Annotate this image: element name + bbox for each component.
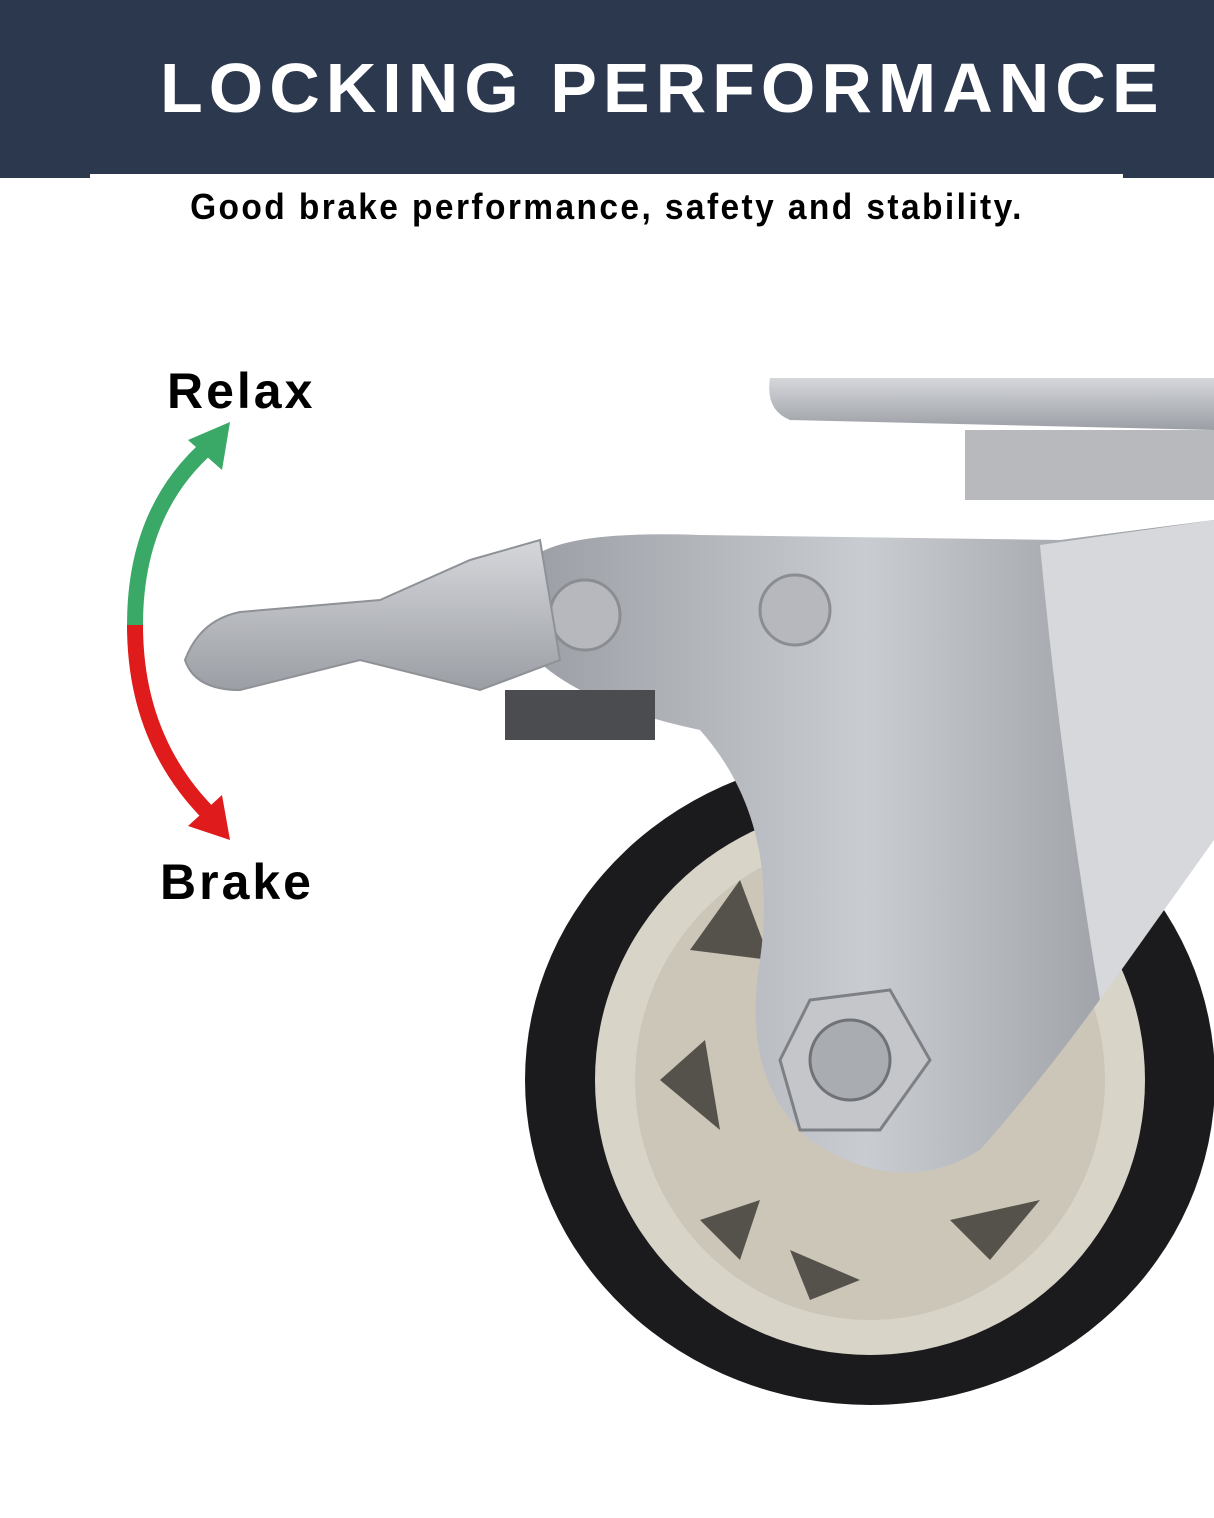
page-title: LOCKING PERFORMANCE [160, 49, 1165, 127]
subtitle: Good brake performance, safety and stabi… [190, 186, 1024, 227]
brake-lever [183, 538, 655, 740]
arrow-down-curved-icon [127, 624, 230, 840]
header-tab-strip [90, 174, 1123, 180]
arrow-up-curved-icon [127, 422, 230, 626]
relax-label: Relax [167, 363, 316, 419]
header-banner: LOCKING PERFORMANCE [0, 0, 1214, 178]
mount-plate [769, 378, 1214, 500]
brake-label: Brake [160, 854, 314, 910]
caster-fork [520, 520, 1214, 1173]
